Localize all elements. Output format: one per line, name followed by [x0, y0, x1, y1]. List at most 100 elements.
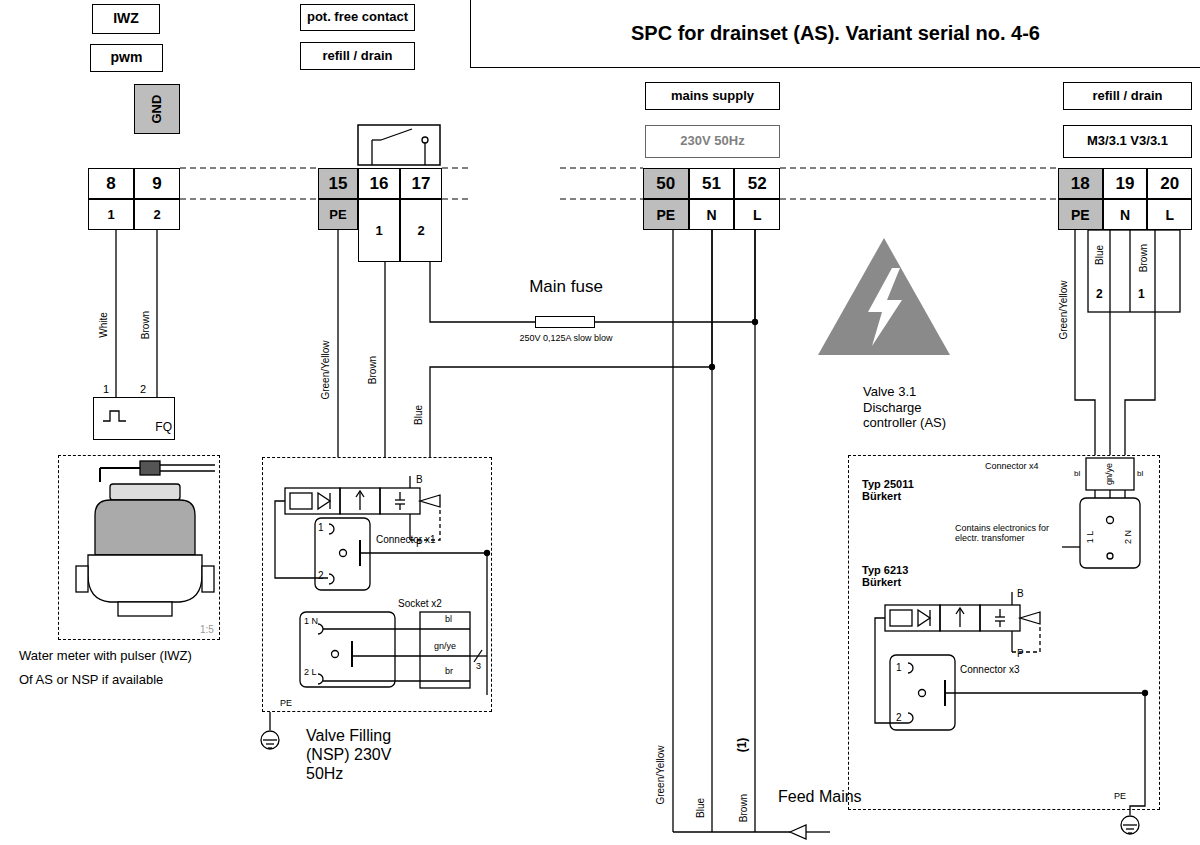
label-box: refill / drain: [300, 42, 415, 70]
wire: [115, 230, 116, 397]
wire: [156, 230, 157, 397]
diagram-title: SPC for drainset (AS). Variant serial no…: [631, 22, 1040, 45]
wire-colour: Green/Yellow: [321, 339, 331, 400]
part-label: Blue: [695, 797, 706, 819]
valve-frame: Valve 3.1 Discharge controller (AS): [848, 455, 1160, 810]
water-meter-frame: Water meter with pulser (IWZ)Of AS or NS…: [58, 455, 220, 640]
terminal-block: 505152PENL: [643, 168, 780, 230]
wire-colour: Blue: [1095, 244, 1105, 266]
caption-text: Water meter with pulser (IWZ): [19, 648, 279, 664]
part-label: Socket x2: [398, 598, 442, 609]
terminal-number: PE: [1058, 199, 1103, 230]
wire: [595, 230, 755, 322]
wire: [1075, 230, 1095, 455]
part-label: bl: [445, 615, 452, 625]
title-box: SPC for drainset (AS). Variant serial no…: [470, 0, 1200, 68]
wire-cell: [1088, 230, 1180, 312]
terminal-number: PE: [643, 199, 689, 230]
terminal-number: 9: [134, 168, 180, 199]
part-label: Typ 25011 Bürkert: [862, 478, 932, 502]
pulser-box: FQ: [93, 397, 175, 440]
box-text: refill / drain: [1092, 89, 1162, 103]
part-label: Green/Yellow: [655, 744, 666, 805]
terminal-number: 1: [88, 199, 134, 230]
terminal-number: 8: [88, 168, 134, 199]
wire: [337, 230, 338, 262]
label-box: mains supply: [645, 82, 780, 110]
label-box: IWZ: [92, 4, 160, 34]
box-text: IWZ: [113, 11, 139, 26]
caption-text: Of AS or NSP if available: [19, 672, 279, 688]
wire-colour: White: [99, 311, 109, 339]
part-label: bl: [1074, 470, 1080, 479]
terminal-number: N: [689, 199, 735, 230]
part-label: B: [1017, 588, 1024, 599]
part-label: 2: [896, 712, 902, 723]
box-text: pwm: [111, 50, 143, 65]
part-label: Connector x3: [960, 664, 1019, 675]
terminal-number: 18: [1058, 168, 1103, 199]
label-box: refill / drain: [1063, 82, 1192, 110]
wire-colour: Blue: [414, 404, 424, 426]
terminal-number: 2: [400, 199, 442, 262]
caption-text: 250V 0,125A slow blow: [466, 333, 666, 344]
caption-text: FQ: [134, 420, 172, 434]
solenoid-valve-symbol: [261, 476, 490, 749]
wire: [430, 230, 712, 457]
part-label: B: [416, 474, 423, 485]
part-label: Typ 6213 Bürkert: [862, 564, 932, 588]
terminal-number: 1: [358, 199, 400, 262]
terminal-number: 52: [734, 168, 780, 199]
wire-colour: Brown: [141, 310, 151, 340]
part-label: 1: [318, 522, 324, 533]
part-label: 2: [140, 383, 146, 395]
terminal-number: 2: [134, 199, 180, 230]
wire: [337, 262, 338, 457]
part-label: Brown: [738, 793, 749, 823]
wire: [1125, 230, 1155, 455]
terminal-number: 19: [1103, 168, 1148, 199]
wire-colour: Brown: [368, 355, 378, 385]
part-label: Connector x1: [376, 534, 435, 545]
part-label: 1: [103, 383, 109, 395]
part-label: PE: [280, 699, 292, 709]
wire-colour: Green/Yellow: [1059, 279, 1069, 340]
caption-text: Main fuse: [496, 277, 636, 297]
terminal-number: N: [1103, 199, 1148, 230]
part-label: Connector x4: [985, 462, 1039, 472]
valve-frame: Valve Filling (NSP) 230V 50Hz: [262, 457, 492, 712]
label-box: pot. free contact: [300, 4, 415, 31]
part-label: 1: [1138, 288, 1145, 301]
part-label: 1:5: [200, 624, 214, 635]
part-label: 1 L: [1086, 530, 1096, 545]
water-meter-drawing: [76, 461, 215, 616]
wire: [430, 262, 535, 322]
terminal-number: 17: [400, 168, 442, 199]
terminal-block: 151617PE12: [318, 168, 442, 262]
part-label: Feed Mains: [778, 788, 862, 806]
gnd-box: GND: [134, 84, 180, 134]
caption-text: Valve 3.1 Discharge controller (AS): [863, 384, 963, 431]
pulse-symbol: [103, 411, 126, 421]
part-label: P: [416, 538, 423, 549]
terminal-block: 181920PENL: [1058, 168, 1192, 230]
wire: [384, 262, 385, 457]
part-label: 1 N: [304, 617, 318, 627]
switch-symbol: [358, 125, 440, 165]
part-label: 2 L: [304, 668, 317, 678]
box-text: pot. free contact: [307, 10, 408, 24]
box-text: GND: [150, 95, 164, 124]
discharge-valve-symbol: [875, 458, 1148, 834]
box-text: 230V 50Hz: [680, 134, 744, 148]
terminal-number: 15: [318, 168, 358, 199]
box-text: M3/3.1 V3/3.1: [1087, 134, 1168, 148]
box-text: refill / drain: [322, 49, 392, 63]
part-label: gn/ye: [1105, 462, 1115, 486]
label-box: pwm: [90, 44, 163, 72]
terminal-rail: [180, 168, 1058, 199]
part-label: 2: [318, 570, 324, 581]
caption-text: Valve Filling (NSP) 230V 50Hz: [306, 726, 416, 784]
part-label: (1): [736, 737, 749, 754]
